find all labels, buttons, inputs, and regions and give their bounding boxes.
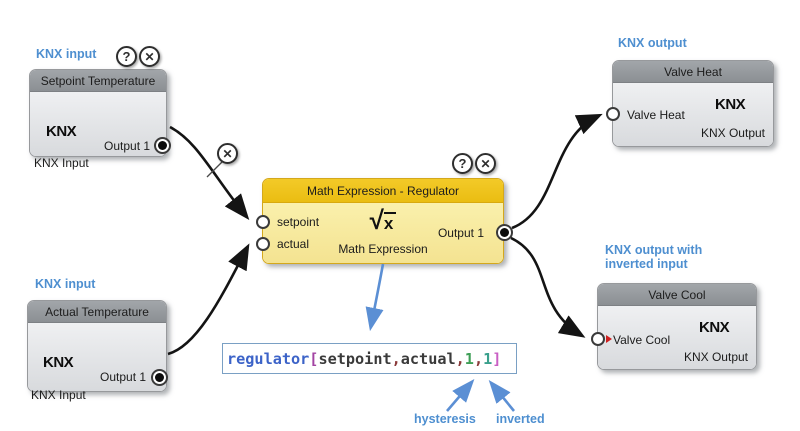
output-port-label: Output 1 bbox=[104, 139, 151, 153]
wire-delete-icon[interactable]: ✕ bbox=[217, 143, 238, 164]
node-valve-heat[interactable]: Valve Heat Valve Heat KNX KNX Output bbox=[606, 60, 774, 147]
output-port-label: Output 1 bbox=[100, 370, 147, 384]
node-body: Valve Heat KNX KNX Output bbox=[606, 83, 773, 146]
inverted-input-icon bbox=[606, 335, 612, 343]
output-port[interactable] bbox=[154, 137, 171, 154]
expression-code-box: regulator[setpoint,actual,1,1] bbox=[222, 343, 517, 374]
wire-valve-heat bbox=[511, 113, 603, 230]
code-token: , bbox=[455, 349, 465, 368]
label-knx-input-top: KNX input bbox=[36, 47, 97, 61]
output-port-label: Output 1 bbox=[437, 226, 484, 240]
input-port-actual[interactable] bbox=[256, 237, 270, 251]
label-knx-output-inverted: KNX output with inverted input bbox=[605, 243, 703, 271]
annotation-arrow-hysteresis bbox=[446, 379, 475, 412]
label-knx-output: KNX output bbox=[618, 36, 687, 50]
help-icon[interactable]: ? bbox=[116, 46, 137, 67]
code-token: ] bbox=[492, 349, 502, 368]
code-token: , bbox=[473, 349, 484, 368]
label-inverted: inverted bbox=[496, 412, 545, 426]
wire-actual bbox=[167, 243, 250, 356]
input-port-label: Valve Heat bbox=[627, 108, 685, 122]
node-title[interactable]: Math Expression - Regulator bbox=[263, 179, 503, 203]
code-token: regulator bbox=[227, 349, 310, 368]
sqrt-x-icon: √x bbox=[263, 205, 503, 236]
wire-setpoint bbox=[169, 125, 250, 221]
node-type-label: KNX Input bbox=[31, 388, 86, 402]
node-title[interactable]: Actual Temperature bbox=[28, 301, 166, 323]
node-actual-temperature[interactable]: Actual Temperature KNX Output 1 KNX Inpu… bbox=[27, 300, 168, 402]
input-port-label-setpoint: setpoint bbox=[277, 215, 320, 229]
node-math-expression-regulator[interactable]: Math Expression - Regulator setpoint act… bbox=[256, 178, 513, 264]
code-token: actual bbox=[400, 349, 456, 368]
wire-delete-leader bbox=[206, 161, 223, 178]
annotation-arrow-expression bbox=[365, 263, 385, 332]
node-title[interactable]: Setpoint Temperature bbox=[30, 70, 166, 92]
help-icon[interactable]: ? bbox=[452, 153, 473, 174]
output-port[interactable] bbox=[496, 224, 513, 241]
code-token: 1 bbox=[483, 349, 493, 368]
node-type-label: KNX Input bbox=[34, 156, 89, 170]
input-port-setpoint[interactable] bbox=[256, 215, 270, 229]
knx-logo: KNX bbox=[43, 354, 74, 371]
node-body: KNX Output 1 KNX Input bbox=[28, 323, 168, 402]
close-icon[interactable]: ✕ bbox=[139, 46, 160, 67]
node-type-label: KNX Output bbox=[700, 126, 765, 140]
label-knx-input-bottom: KNX input bbox=[35, 277, 96, 291]
knx-logo: KNX bbox=[715, 96, 746, 113]
close-icon[interactable]: ✕ bbox=[475, 153, 496, 174]
node-title[interactable]: Valve Cool bbox=[598, 284, 756, 306]
node-title[interactable]: Valve Heat bbox=[613, 61, 773, 83]
input-port[interactable] bbox=[591, 332, 605, 346]
code-token: [ bbox=[309, 349, 319, 368]
output-port[interactable] bbox=[151, 369, 168, 386]
code-token: , bbox=[391, 349, 401, 368]
knx-logo: KNX bbox=[699, 319, 730, 336]
code-token: 1 bbox=[464, 349, 474, 368]
knx-logo: KNX bbox=[46, 123, 77, 140]
annotation-arrow-inverted bbox=[488, 379, 516, 412]
node-body: Valve Cool KNX KNX Output bbox=[591, 306, 756, 369]
wire-valve-cool bbox=[510, 236, 586, 338]
label-hysteresis: hysteresis bbox=[414, 412, 476, 426]
node-body: KNX Output 1 KNX Input bbox=[30, 92, 171, 170]
input-port-label: Valve Cool bbox=[613, 333, 671, 347]
code-token: setpoint bbox=[318, 349, 392, 368]
node-body: setpoint actual √x Math Expression Outpu… bbox=[256, 203, 513, 263]
node-setpoint-temperature[interactable]: Setpoint Temperature KNX Output 1 KNX In… bbox=[29, 69, 171, 170]
node-type-label: KNX Output bbox=[683, 350, 748, 364]
input-port-label-actual: actual bbox=[277, 237, 310, 251]
node-valve-cool[interactable]: Valve Cool KNX KNX Output Valve Cool bbox=[591, 283, 757, 370]
node-subtitle: Math Expression bbox=[338, 242, 428, 256]
input-port[interactable] bbox=[606, 107, 620, 121]
